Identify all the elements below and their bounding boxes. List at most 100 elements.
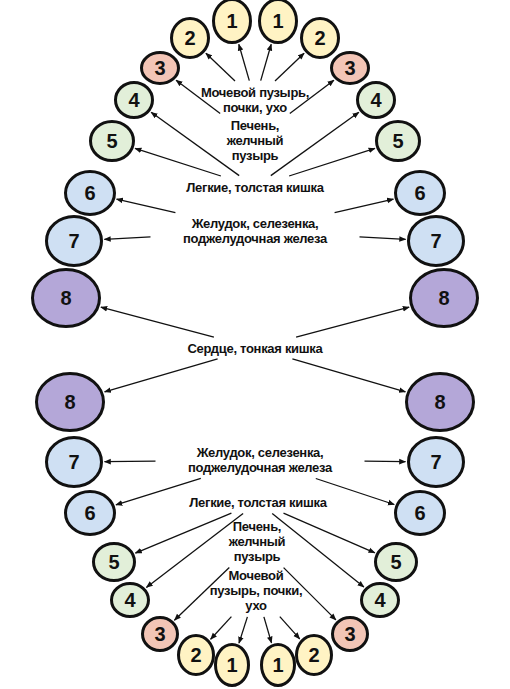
tooth-number: 8 — [60, 288, 71, 308]
tooth-shape: 8 — [405, 372, 475, 432]
tooth-number: 7 — [68, 452, 79, 472]
tooth-number: 2 — [314, 28, 325, 48]
tooth-shape: 6 — [64, 490, 116, 536]
tooth-shape: 1 — [258, 0, 298, 44]
tooth-shape: 1 — [212, 0, 252, 44]
tooth-crown — [66, 492, 115, 535]
tooth-crown — [302, 19, 339, 58]
tooth-number: 4 — [128, 90, 139, 110]
organ-label: Желудок, селезенка, поджелудочная железа — [155, 216, 355, 246]
leader-arrow — [135, 513, 231, 553]
leader-arrow — [117, 199, 176, 213]
leader-arrow — [206, 53, 235, 81]
tooth-crown — [409, 217, 464, 266]
tooth-crown — [377, 122, 420, 161]
leader-arrow — [275, 53, 304, 81]
leader-arrow — [292, 359, 405, 392]
leader-arrow — [280, 617, 300, 639]
tooth-crown — [333, 618, 368, 651]
tooth-crown — [358, 83, 395, 118]
tooth-shape: 7 — [407, 436, 465, 488]
leader-arrow — [272, 513, 364, 587]
organ-name: Желудок, селезенка, поджелудочная железа — [155, 216, 355, 246]
tooth-shape: 7 — [45, 436, 103, 488]
tooth-number: 5 — [390, 552, 401, 572]
organ-label: Печень, желчный пузырь — [217, 519, 297, 564]
tooth-crown — [37, 374, 104, 431]
leader-arrow — [284, 568, 336, 620]
tooth-crown — [142, 53, 179, 84]
organ-label: Мочевой пузырь, почки, ухо — [185, 85, 325, 115]
tooth-number: 4 — [124, 590, 135, 610]
leader-arrow — [264, 617, 272, 643]
leader-arrow — [261, 44, 272, 80]
tooth-number: 5 — [108, 552, 119, 572]
leader-arrow — [271, 112, 359, 175]
organ-label: Легкие, толстая кишка — [168, 495, 348, 510]
tooth-number: 6 — [84, 503, 95, 523]
tooth-number: 1 — [226, 11, 237, 31]
organ-name: Легкие, толстая кишка — [165, 180, 345, 195]
tooth-number: 2 — [308, 645, 319, 665]
leader-arrow — [151, 112, 239, 175]
tooth-shape: 4 — [114, 81, 154, 119]
tooth-crown — [216, 645, 249, 686]
leader-arrow — [101, 307, 214, 337]
tooth-crown — [112, 584, 149, 617]
leader-arrow — [104, 237, 150, 240]
leader-arrow — [289, 148, 375, 176]
tooth-number: 5 — [106, 131, 117, 151]
tooth-crown — [172, 19, 209, 58]
organ-label: Легкие, толстая кишка — [165, 180, 345, 195]
leader-arrow — [174, 568, 229, 621]
tooth-crown — [47, 438, 102, 487]
tooth-crown — [47, 217, 102, 266]
organ-name: Желудок, селезенка, поджелудочная железа — [160, 445, 360, 475]
tooth-crown — [376, 544, 417, 581]
organ-name: Мочевой пузырь, почки, ухо — [185, 85, 325, 115]
tooth-shape: 3 — [141, 616, 179, 652]
tooth-number: 3 — [154, 624, 165, 644]
tooth-crown — [396, 172, 445, 215]
leader-arrow — [296, 307, 409, 337]
tooth-shape: 3 — [330, 51, 370, 85]
tooth-number: 7 — [430, 231, 441, 251]
tooth-crown — [332, 53, 369, 84]
tooth-shape: 2 — [300, 17, 340, 59]
tooth-crown — [411, 270, 478, 327]
tooth-number: 1 — [272, 655, 283, 675]
organ-name: Печень, желчный пузырь — [215, 118, 295, 163]
tooth-shape: 4 — [110, 582, 150, 618]
tooth-crown — [33, 270, 100, 327]
tooth-crown — [66, 172, 115, 215]
organ-name: Легкие, толстая кишка — [168, 495, 348, 510]
tooth-number: 8 — [434, 392, 445, 412]
leader-arrow — [105, 359, 218, 392]
tooth-number: 4 — [374, 590, 385, 610]
organ-label: Желудок, селезенка, поджелудочная железа — [160, 445, 360, 475]
tooth-shape: 2 — [295, 634, 333, 676]
tooth-shape: 5 — [89, 120, 135, 162]
leader-arrow — [146, 513, 243, 587]
tooth-number: 6 — [414, 503, 425, 523]
leader-arrow — [211, 617, 232, 640]
tooth-shape: 5 — [374, 542, 418, 582]
tooth-crown — [214, 0, 251, 43]
tooth-crown — [407, 374, 474, 431]
tooth-crown — [91, 122, 134, 161]
organ-name: Мочевой пузырь, почки, ухо — [206, 568, 306, 613]
tooth-shape: 1 — [260, 643, 296, 687]
tooth-shape: 5 — [92, 542, 136, 582]
tooth-shape: 8 — [31, 268, 101, 328]
tooth-shape: 6 — [64, 170, 116, 216]
leader-arrow — [239, 44, 250, 80]
tooth-shape: 6 — [394, 170, 446, 216]
tooth-shape: 8 — [35, 372, 105, 432]
organ-label: Печень, желчный пузырь — [215, 118, 295, 163]
leader-arrow — [360, 237, 406, 240]
leader-arrow — [176, 80, 220, 113]
tooth-shape: 1 — [214, 643, 250, 687]
tooth-number: 7 — [68, 231, 79, 251]
organ-label: Сердце, тонкая кишка — [155, 341, 355, 356]
